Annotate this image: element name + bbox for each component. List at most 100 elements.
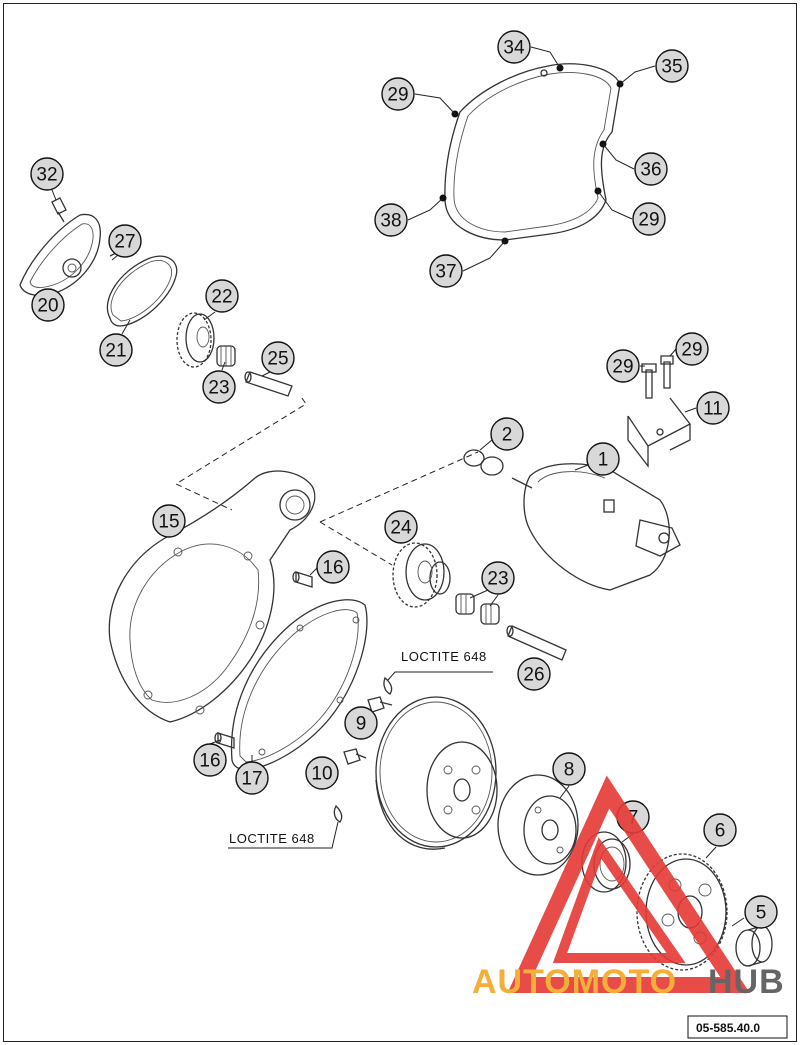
callout-circle xyxy=(261,341,295,375)
pump-o-ring xyxy=(106,251,178,327)
reference-code-box xyxy=(687,1015,788,1039)
pump-cover xyxy=(19,197,101,296)
intermediate-gear xyxy=(176,312,215,368)
callout-label: 29 xyxy=(612,357,633,378)
shaft-pin-upper xyxy=(244,371,293,397)
callout-9: 9 xyxy=(344,706,378,740)
callout-24: 24 xyxy=(384,510,418,544)
callout-circle xyxy=(384,510,418,544)
callout-10: 10 xyxy=(305,756,339,790)
callout-circle xyxy=(490,417,524,451)
callout-label: 32 xyxy=(36,165,57,186)
callout-23: 23 xyxy=(481,561,515,595)
callout-label: 20 xyxy=(37,296,58,317)
callout-label: 2 xyxy=(502,425,513,446)
callout-label: 24 xyxy=(390,518,412,539)
callout-label: 9 xyxy=(356,714,367,735)
starter-o-rings xyxy=(463,449,504,476)
ignition-cover-gasket xyxy=(230,599,368,771)
ignition-cover xyxy=(108,470,316,723)
callout-27: 27 xyxy=(108,224,142,258)
callout-16: 16 xyxy=(193,743,227,777)
callout-32: 32 xyxy=(30,157,64,191)
callout-26: 26 xyxy=(517,657,551,691)
callout-circle xyxy=(606,349,640,383)
callout-circle xyxy=(744,895,778,929)
callout-1: 1 xyxy=(586,442,620,476)
callout-label: 8 xyxy=(564,760,575,781)
callout-circle xyxy=(481,561,515,595)
cover-gasket xyxy=(439,63,624,245)
gear-bushing xyxy=(735,925,773,967)
callout-label: 15 xyxy=(158,512,179,533)
callout-label: 5 xyxy=(756,903,767,924)
starter-bracket xyxy=(627,355,691,468)
callout-25: 25 xyxy=(261,341,295,375)
callout-circle xyxy=(305,756,339,790)
callout-label: 10 xyxy=(311,764,332,785)
callout-circle xyxy=(152,504,186,538)
callout-circle xyxy=(193,743,227,777)
callout-15: 15 xyxy=(152,504,186,538)
callout-label: 34 xyxy=(503,38,525,59)
callout-29: 29 xyxy=(632,202,666,236)
callout-29: 29 xyxy=(606,349,640,383)
callout-6: 6 xyxy=(703,813,737,847)
callout-label: 26 xyxy=(523,665,544,686)
callout-label: 21 xyxy=(105,341,126,362)
callout-16: 16 xyxy=(316,550,350,584)
callout-37: 37 xyxy=(429,254,463,288)
leader-lines xyxy=(39,46,745,927)
assembly-line-shaft xyxy=(174,397,479,566)
callout-label: 29 xyxy=(638,210,659,231)
callout-circle xyxy=(99,333,133,367)
callout-label: 36 xyxy=(640,160,661,181)
watermark-triangle-inner xyxy=(552,837,686,963)
needle-bearings-lower xyxy=(455,593,500,625)
loctite-note-lower: LOCTITE 648 xyxy=(229,831,315,846)
callout-8: 8 xyxy=(552,752,586,786)
callout-circle xyxy=(552,752,586,786)
callout-circle xyxy=(586,442,620,476)
dowel-pins xyxy=(214,571,313,749)
callout-34: 34 xyxy=(497,30,531,64)
callout-circle xyxy=(202,370,236,404)
callout-38: 38 xyxy=(374,203,408,237)
watermark-word-automoto: AUTOMOTO xyxy=(472,963,677,1001)
reference-code: 05-585.40.0 xyxy=(696,1021,760,1035)
callout-label: 16 xyxy=(322,558,343,579)
starter-motor xyxy=(511,463,681,591)
freewheel-hub xyxy=(497,774,579,876)
idler-gear xyxy=(392,542,451,608)
callout-label: 17 xyxy=(241,769,262,790)
watermark-triangle xyxy=(507,775,750,993)
callout-label: 35 xyxy=(661,57,682,78)
diagram-frame xyxy=(3,3,797,1042)
callout-circle xyxy=(235,761,269,795)
callout-20: 20 xyxy=(31,288,65,322)
callout-circle xyxy=(429,254,463,288)
loctite-note-upper: LOCTITE 648 xyxy=(401,649,487,664)
callout-label: 16 xyxy=(199,751,220,772)
callout-circle xyxy=(655,49,689,83)
watermark-logo: AUTOMOTO HUB xyxy=(472,775,785,1001)
callout-circle xyxy=(381,77,415,111)
callout-circle xyxy=(205,279,239,313)
callout-label: 27 xyxy=(114,232,135,253)
callout-circle xyxy=(316,550,350,584)
callout-circle xyxy=(30,157,64,191)
callout-label: 25 xyxy=(267,349,288,370)
callout-circle xyxy=(675,332,709,366)
callout-label: 29 xyxy=(681,340,702,361)
callout-29: 29 xyxy=(381,77,415,111)
callout-circle xyxy=(634,152,668,186)
callout-29: 29 xyxy=(675,332,709,366)
callout-36: 36 xyxy=(634,152,668,186)
shaft-pin-lower xyxy=(506,625,567,661)
callout-label: 23 xyxy=(208,378,229,399)
callout-21: 21 xyxy=(99,333,133,367)
watermark-word-hub: HUB xyxy=(708,963,785,1001)
callout-circle xyxy=(374,203,408,237)
callout-circle xyxy=(696,391,730,425)
